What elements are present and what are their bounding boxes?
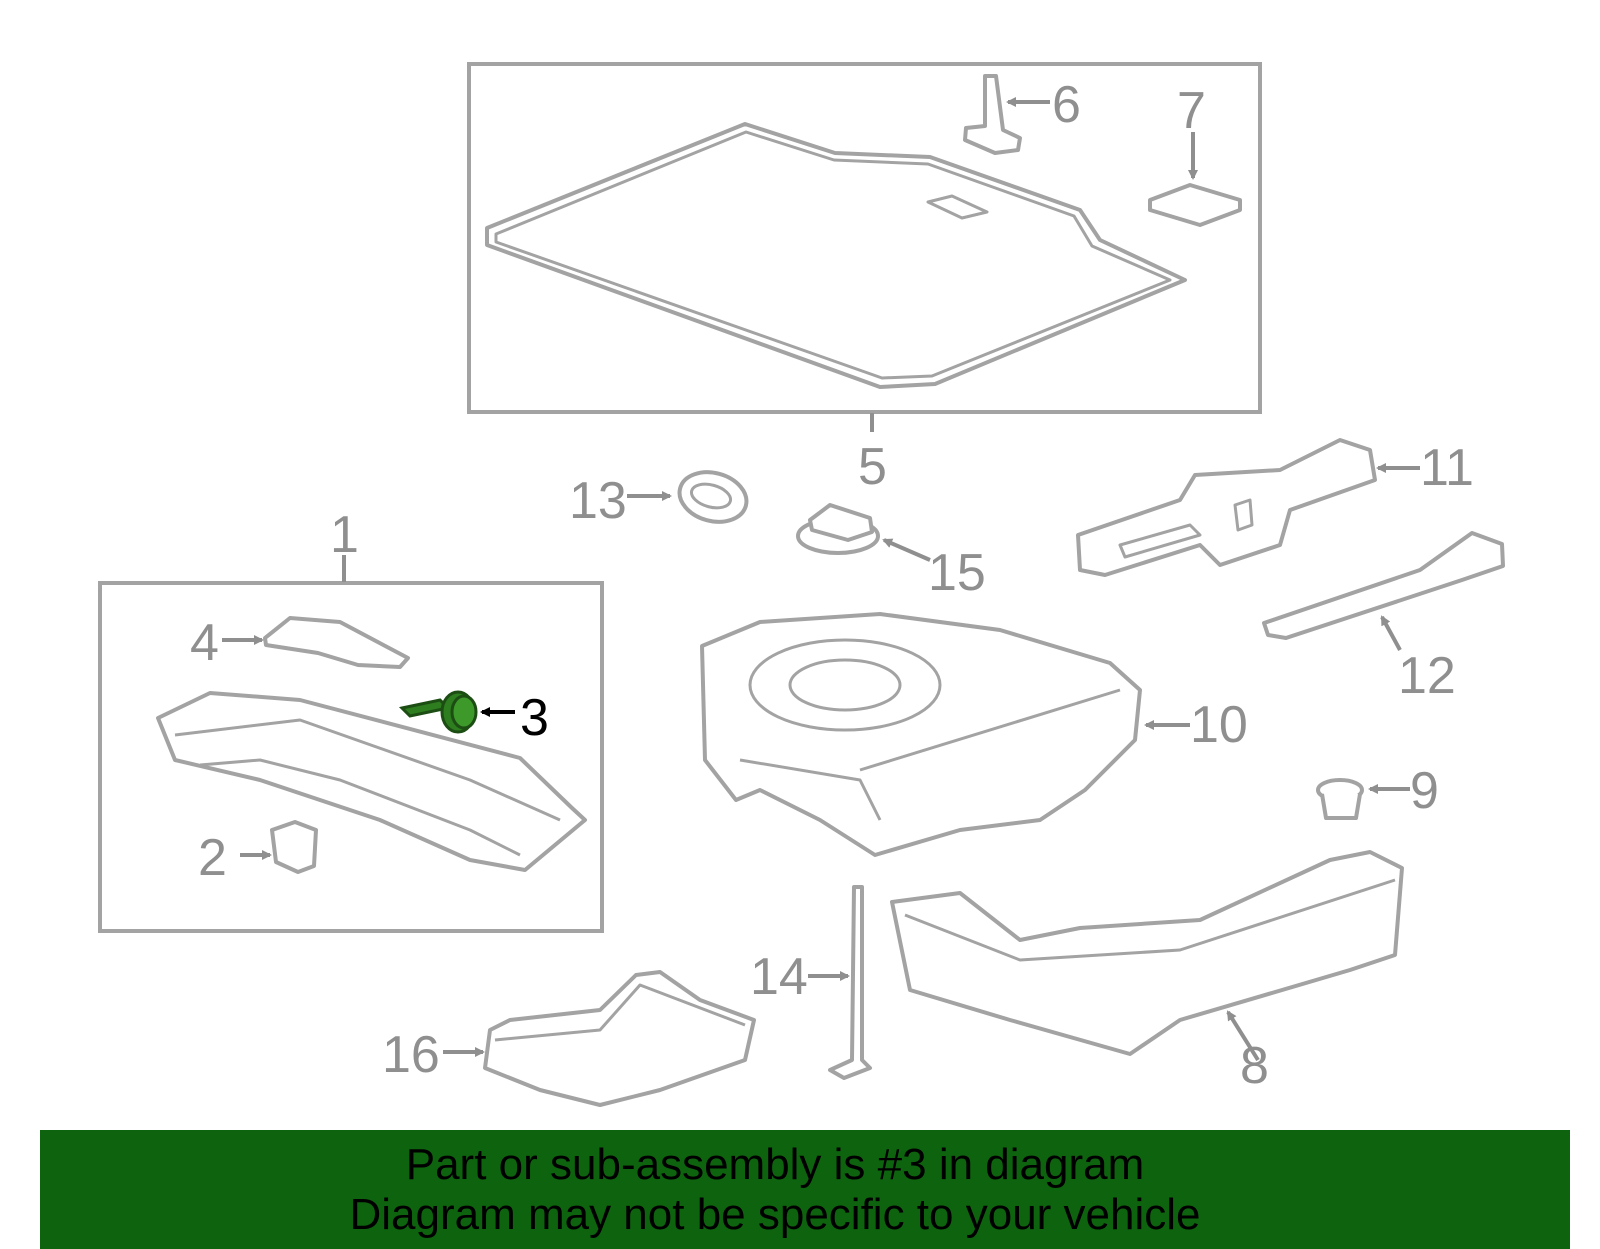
leader-8 [1226,1010,1260,1062]
label-12: 12 [1398,647,1456,705]
label-3: 3 [520,689,549,747]
label-1: 1 [330,506,359,564]
label-9: 9 [1410,762,1439,820]
part-1-rail[interactable] [156,691,587,872]
label-8: 8 [1240,1037,1269,1095]
label-5: 5 [858,438,887,496]
label-4: 4 [190,614,219,672]
banner-line-2: Diagram may not be specific to your vehi… [349,1190,1201,1239]
leader-12 [1380,615,1402,651]
part-9-plug[interactable] [1316,778,1364,820]
leader-15 [882,538,931,562]
part-16-container[interactable] [483,970,756,1107]
label-14: 14 [750,948,808,1006]
part-4-bracket[interactable] [263,616,410,669]
part-13-grommet[interactable] [674,465,752,529]
label-2: 2 [198,829,227,887]
part-3-fastener-highlighted[interactable] [398,690,478,734]
label-13: 13 [569,472,627,530]
part-2-clip[interactable] [270,820,318,874]
label-11: 11 [1420,439,1474,497]
label-6: 6 [1052,76,1081,134]
label-15: 15 [928,544,986,602]
label-10: 10 [1190,696,1248,754]
part-7-pad[interactable] [1148,183,1242,227]
part-5-floor-panel[interactable] [485,122,1187,389]
part-10-tire-tray[interactable] [700,612,1142,857]
assembly-box-1 [98,581,604,933]
part-14-strap[interactable] [828,885,872,1080]
part-11-jack[interactable] [1076,438,1377,577]
part-8-storage-tray[interactable] [890,850,1404,1056]
part-6-clip[interactable] [963,74,1022,155]
label-7: 7 [1177,82,1206,140]
label-16: 16 [382,1026,440,1084]
banner-line-1: Part or sub-assembly is #3 in diagram [405,1140,1145,1189]
part-15-nut[interactable] [796,503,880,555]
assembly-box-5 [467,62,1262,414]
info-banner: Part or sub-assembly is #3 in diagram Di… [40,1130,1570,1249]
part-12-handle[interactable] [1262,531,1505,640]
